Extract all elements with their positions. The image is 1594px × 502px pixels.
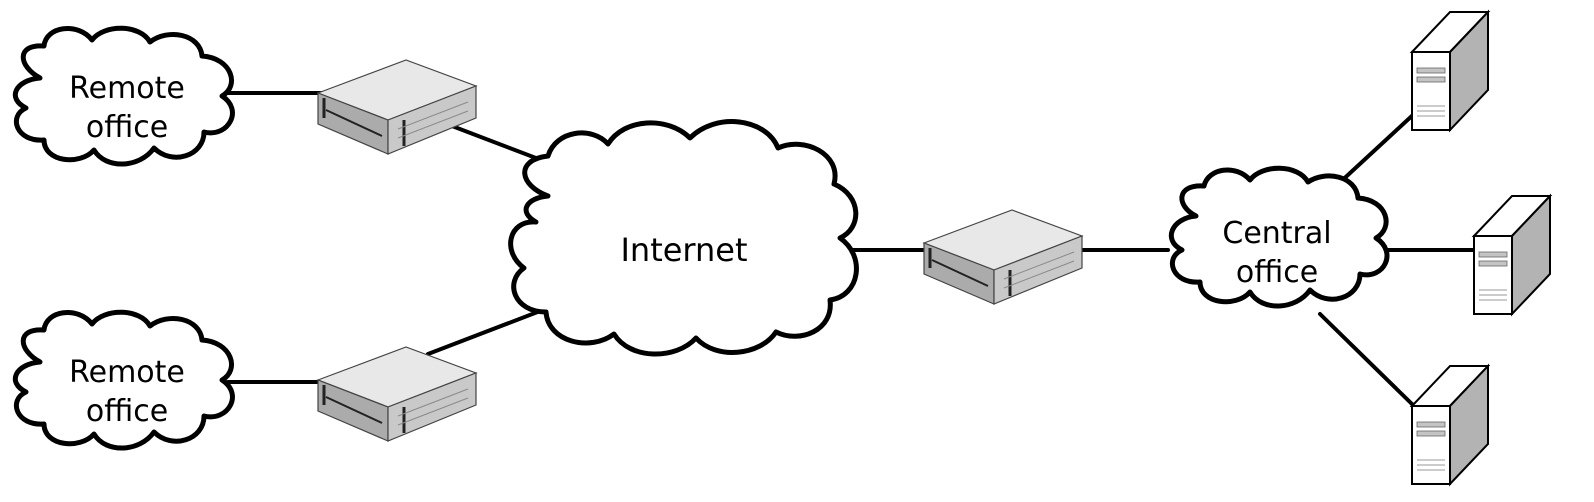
remote-office-top-label-line2: office — [86, 110, 168, 145]
remote-office-bottom-cloud: Remote office — [12, 309, 235, 451]
router-central — [922, 208, 1084, 306]
link-central-server-top — [1334, 112, 1416, 188]
tower-server-icon — [1473, 195, 1551, 315]
server-top — [1411, 11, 1489, 131]
link-router-bottom-internet — [426, 306, 550, 356]
server-middle — [1473, 195, 1551, 315]
tower-server-icon — [1411, 11, 1489, 131]
cloud-icon — [12, 309, 235, 451]
internet-label: Internet — [620, 231, 747, 269]
router-remote-bottom — [316, 345, 478, 443]
network-appliance-icon — [316, 58, 478, 156]
central-office-cloud: Central office — [1168, 165, 1390, 309]
remote-office-bottom-label-line2: office — [86, 394, 168, 429]
remote-office-bottom-label-line1: Remote — [69, 355, 185, 390]
router-remote-top — [316, 58, 478, 156]
central-office-label-line2: office — [1236, 255, 1318, 290]
remote-office-top-cloud: Remote office — [12, 25, 235, 167]
cloud-icon — [1168, 165, 1390, 309]
tower-server-icon — [1411, 365, 1489, 485]
remote-office-top-label-line1: Remote — [69, 71, 185, 106]
network-appliance-icon — [922, 208, 1084, 306]
network-appliance-icon — [316, 345, 478, 443]
server-bottom — [1411, 365, 1489, 485]
link-central-server-bottom — [1318, 312, 1416, 408]
internet-cloud: Internet — [508, 119, 859, 357]
central-office-label-line1: Central — [1222, 216, 1331, 251]
cloud-icon — [12, 25, 235, 167]
cloud-icon — [508, 119, 859, 357]
connections — [226, 91, 1478, 408]
